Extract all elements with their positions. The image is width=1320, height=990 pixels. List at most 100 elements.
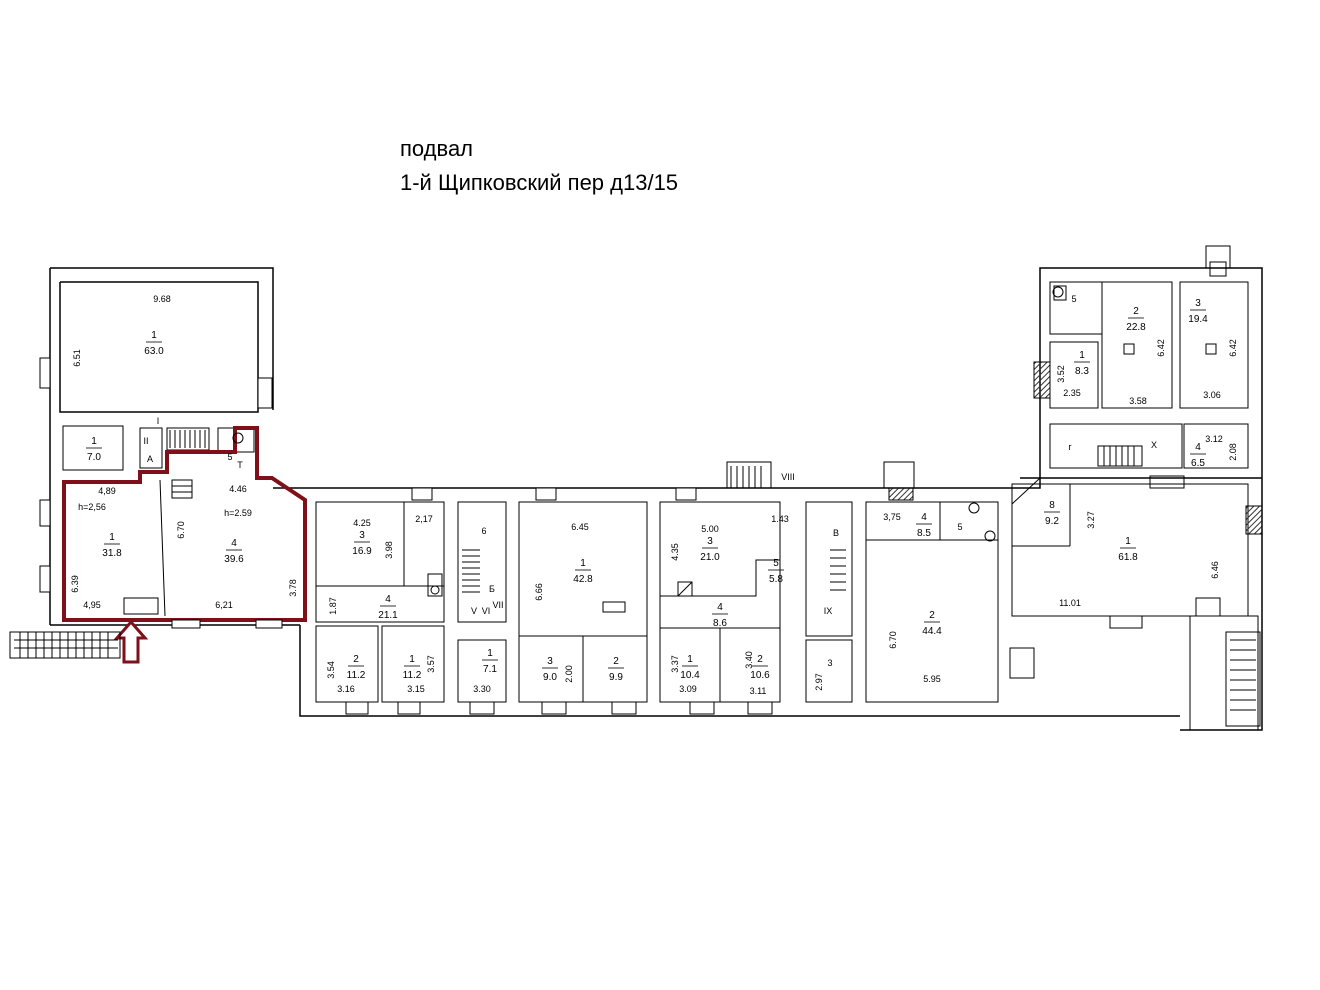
dim-label: 6.70: [176, 521, 186, 539]
floor-title: подвал: [400, 136, 474, 161]
dim-label: I: [157, 416, 160, 426]
dim-label: 4.25: [353, 518, 371, 528]
room-area: 5.8: [769, 574, 783, 585]
dim-label: 6.66: [534, 583, 544, 601]
dim-label: 11.01: [1059, 598, 1081, 608]
dim-label: 5: [957, 522, 962, 532]
dim-label: А: [147, 454, 153, 464]
dim-label: V: [471, 606, 477, 616]
dim-label: 3.16: [337, 684, 355, 694]
dim-label: В: [833, 528, 839, 538]
dim-label: 3.78: [288, 579, 298, 597]
dim-label: VI: [482, 606, 491, 616]
dim-label: Т: [237, 460, 243, 470]
dim-label: 3,75: [883, 512, 901, 522]
room-number: 4: [385, 594, 391, 605]
room-labels: 1 63.0 1 7.0 1 31.8 4 39.6 3 16.9 4 21.1…: [86, 298, 1208, 683]
room-area: 7.1: [483, 664, 497, 675]
room-number: 1: [487, 648, 493, 659]
dim-label: 6.51: [72, 349, 82, 367]
room-area: 7.0: [87, 452, 101, 463]
room-area: 22.8: [1126, 322, 1146, 333]
room-area: 9.9: [609, 672, 623, 683]
room-area: 21.1: [378, 610, 398, 621]
dim-label: 5.95: [923, 674, 941, 684]
dim-label: 4.46: [229, 484, 247, 494]
dim-label: 3: [827, 658, 832, 668]
dim-label: 9.68: [153, 294, 171, 304]
room-number: 2: [1133, 306, 1139, 317]
dim-label: 2.00: [564, 665, 574, 683]
dim-label: 2,17: [415, 514, 433, 524]
room-number: 4: [717, 602, 723, 613]
room-area: 6.5: [1191, 458, 1205, 469]
dim-label: 2.97: [814, 673, 824, 691]
dim-label: 1.43: [771, 514, 789, 524]
room-number: 2: [353, 654, 359, 665]
room-number: 4: [1195, 442, 1201, 453]
fixtures: [232, 285, 1067, 597]
dim-label: 1.87: [328, 597, 338, 615]
dim-label: 2.08: [1228, 443, 1238, 461]
room-number: 8: [1049, 500, 1055, 511]
dim-label: 3.57: [426, 655, 436, 673]
room-number: 3: [359, 530, 365, 541]
room-area: 8.6: [713, 618, 727, 629]
room-area: 21.0: [700, 552, 720, 563]
room-number: 1: [91, 436, 97, 447]
room-area: 11.2: [403, 670, 422, 681]
dim-label: 3.52: [1056, 365, 1066, 383]
dim-label: 6.39: [70, 575, 80, 593]
dim-label: 5: [1071, 294, 1076, 304]
dim-label: г: [1068, 442, 1072, 452]
room-area: 19.4: [1188, 314, 1208, 325]
room-number: 1: [580, 558, 586, 569]
room-area: 10.4: [680, 670, 700, 681]
dim-label: 3.11: [750, 686, 767, 696]
room-number: 2: [613, 656, 619, 667]
room-area: 8.5: [917, 528, 931, 539]
dim-label: VII: [492, 600, 503, 610]
dim-label: 5: [227, 452, 232, 462]
dim-label: Х: [1151, 440, 1157, 450]
dim-label: 5.00: [701, 524, 719, 534]
room-area: 9.2: [1045, 516, 1059, 527]
room-number: 4: [231, 538, 237, 549]
dim-label: 3.15: [407, 684, 425, 694]
dim-label: 3.40: [744, 651, 754, 669]
room-number: 4: [921, 512, 927, 523]
dim-label: 3.37: [670, 655, 680, 673]
room-area: 11.2: [347, 670, 366, 681]
room-area: 10.6: [750, 670, 770, 681]
highlighted-area: [62, 426, 307, 622]
room-area: 63.0: [144, 346, 164, 357]
window-marks: [39, 357, 1143, 715]
dim-label: 6.46: [1210, 561, 1220, 579]
dim-label: 6.42: [1156, 339, 1166, 357]
room-number: 5: [773, 558, 779, 569]
room-number: 3: [707, 536, 713, 547]
room-area: 8.3: [1075, 366, 1089, 377]
room-number: 1: [687, 654, 693, 665]
dimension-labels: 9.68 6.51 А 5 Т 4,89 h=2,56 6.70 4.46 h=…: [70, 294, 1238, 696]
dim-label: 3.98: [384, 541, 394, 559]
room-number: 2: [929, 610, 935, 621]
main-rooms: [315, 245, 1263, 731]
dim-label: 3.58: [1129, 396, 1147, 406]
room-area: 44.4: [922, 626, 942, 637]
room-number: 2: [757, 654, 763, 665]
dim-label: IX: [824, 606, 833, 616]
dim-label: 3.27: [1086, 511, 1096, 529]
entrance-arrow: [113, 619, 149, 664]
dim-label: 3.30: [473, 684, 491, 694]
room-area: 31.8: [102, 548, 122, 559]
room-area: 42.8: [573, 574, 593, 585]
outer-walls: [49, 267, 1263, 731]
dim-label: 6,21: [215, 600, 233, 610]
dim-label: 6.42: [1228, 339, 1238, 357]
dim-label: Б: [489, 584, 495, 594]
dim-label: 4,95: [83, 600, 101, 610]
dim-label: 6.70: [888, 631, 898, 649]
room-area: 61.8: [1118, 552, 1138, 563]
